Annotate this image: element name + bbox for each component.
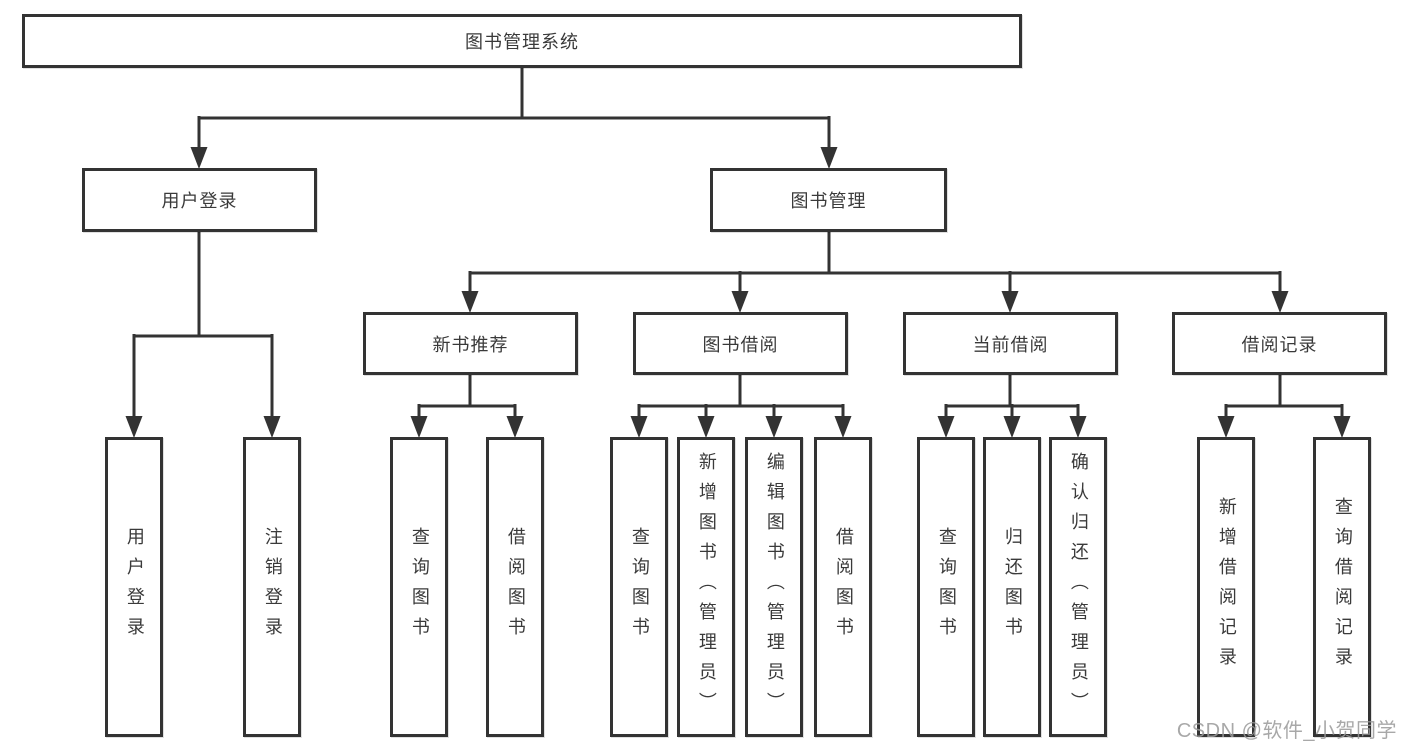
node-label: 新书推荐 bbox=[432, 334, 509, 355]
node-label: 图书管理系统 bbox=[465, 32, 579, 52]
leaf-return-books: 归还图书 bbox=[983, 437, 1041, 737]
node-user-login: 用户登录 bbox=[82, 168, 317, 232]
watermark: CSDN @软件_小贺同学 bbox=[1176, 720, 1397, 742]
node-label: 图书借阅 bbox=[702, 334, 779, 355]
leaf-add-books-admin: 新增图书（管理员） bbox=[677, 437, 735, 737]
leaf-borrow-books: 借阅图书 bbox=[814, 437, 872, 737]
node-book-borrow: 图书借阅 bbox=[633, 312, 848, 375]
node-label: 新增图书（管理员） bbox=[696, 452, 717, 722]
node-label: 查询图书 bbox=[409, 527, 430, 647]
node-label: 借阅图书 bbox=[505, 527, 526, 647]
leaf-confirm-return-admin: 确认归还（管理员） bbox=[1049, 437, 1107, 737]
node-new-book-recommend: 新书推荐 bbox=[363, 312, 578, 375]
node-borrow-records: 借阅记录 bbox=[1172, 312, 1387, 375]
node-label: 注销登录 bbox=[262, 527, 283, 647]
node-label: 用户登录 bbox=[161, 191, 238, 211]
node-system-root: 图书管理系统 bbox=[22, 14, 1022, 68]
node-label: 新增借阅记录 bbox=[1216, 497, 1237, 677]
node-label: 查询借阅记录 bbox=[1332, 497, 1353, 677]
leaf-edit-books-admin: 编辑图书（管理员） bbox=[745, 437, 803, 737]
leaf-logout: 注销登录 bbox=[243, 437, 301, 737]
node-label: 图书管理 bbox=[790, 191, 867, 211]
leaf-query-borrow-record: 查询借阅记录 bbox=[1313, 437, 1371, 737]
node-label: 归还图书 bbox=[1002, 527, 1023, 647]
node-label: 确认归还（管理员） bbox=[1068, 452, 1089, 722]
leaf-query-books: 查询图书 bbox=[390, 437, 448, 737]
leaf-add-borrow-record: 新增借阅记录 bbox=[1197, 437, 1255, 737]
leaf-query-books: 查询图书 bbox=[610, 437, 668, 737]
leaf-user-login: 用户登录 bbox=[105, 437, 163, 737]
node-label: 当前借阅 bbox=[972, 334, 1049, 355]
node-book-management: 图书管理 bbox=[710, 168, 947, 232]
node-label: 用户登录 bbox=[124, 527, 145, 647]
node-label: 查询图书 bbox=[936, 527, 957, 647]
leaf-query-books: 查询图书 bbox=[917, 437, 975, 737]
leaf-borrow-books: 借阅图书 bbox=[486, 437, 544, 737]
node-label: 查询图书 bbox=[629, 527, 650, 647]
node-label: 编辑图书（管理员） bbox=[764, 452, 785, 722]
node-label: 借阅图书 bbox=[833, 527, 854, 647]
node-label: 借阅记录 bbox=[1241, 334, 1318, 355]
node-current-borrow: 当前借阅 bbox=[903, 312, 1118, 375]
